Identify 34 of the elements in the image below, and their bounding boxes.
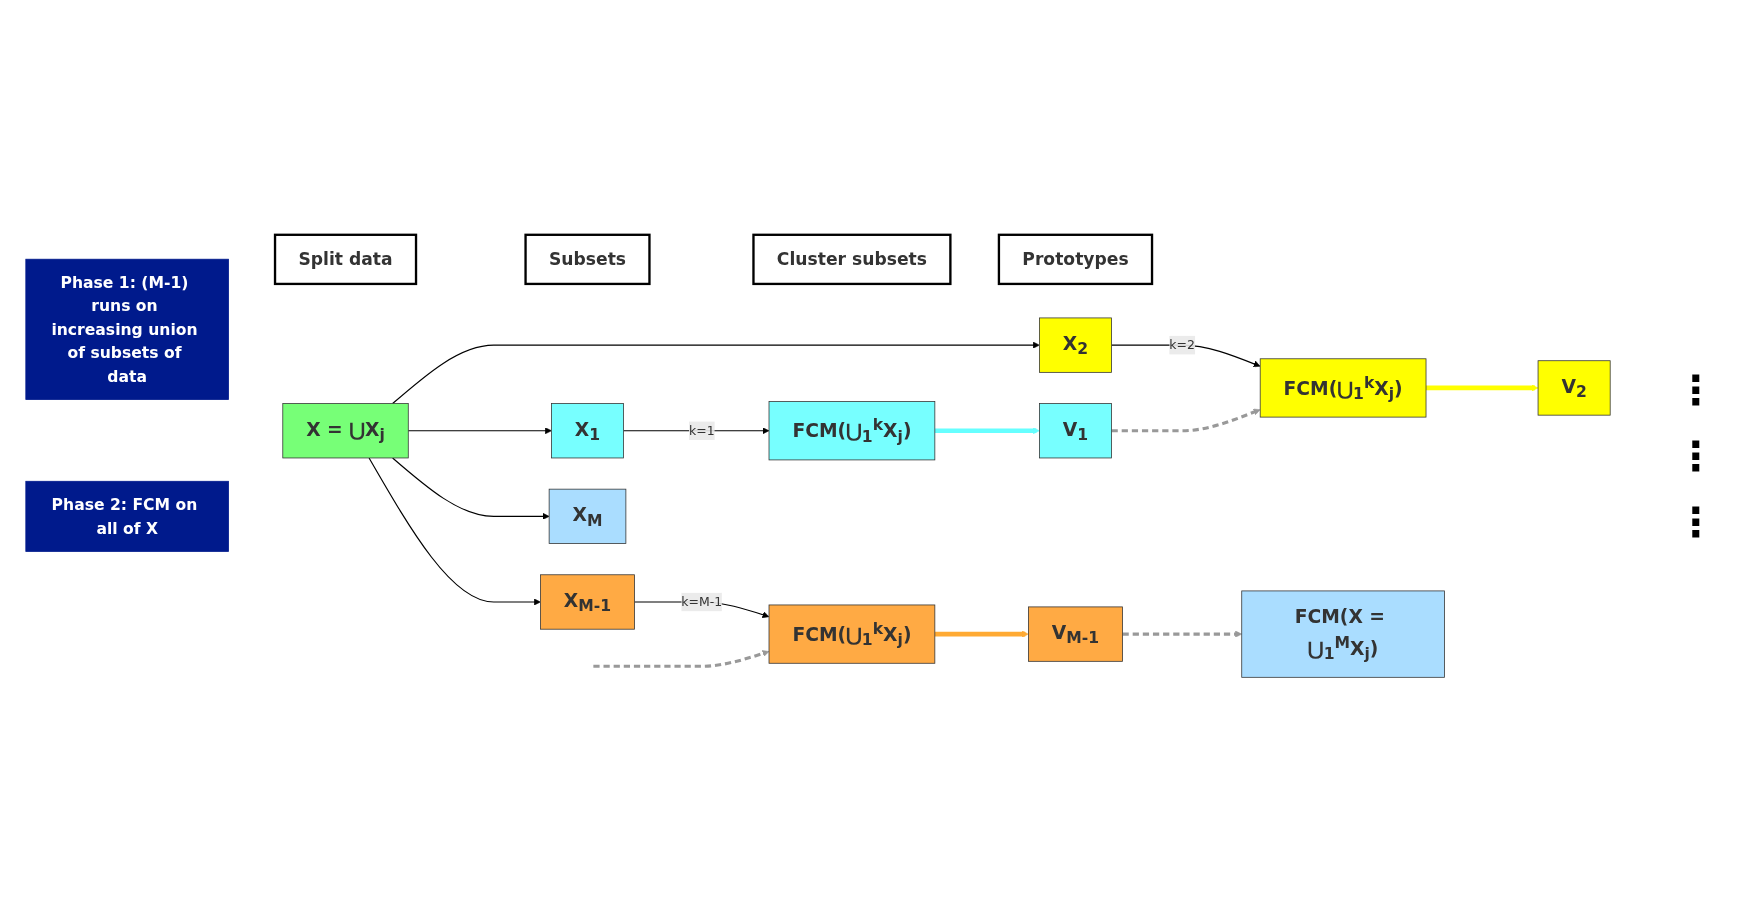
arrow <box>593 650 770 668</box>
node-box: V$_{2}$ <box>1537 360 1611 416</box>
node-box: X$_{M-1}$ <box>540 574 635 630</box>
edge-label: k=1 <box>688 422 715 438</box>
edge-label: k=M-1 <box>681 594 723 609</box>
arrow <box>934 630 1029 638</box>
node-box: V$_{M-1}$ <box>1028 606 1123 662</box>
arrow <box>1122 630 1243 638</box>
node-box: Prototypes <box>997 233 1154 286</box>
node-box: V$_{1}$ <box>1039 403 1112 459</box>
arrow <box>392 341 1040 405</box>
ellipsis-mark: ⋮ <box>1676 367 1716 413</box>
node-box: Split data <box>273 233 418 286</box>
arrow <box>1426 384 1539 392</box>
node-box: X$_{2}$ <box>1039 317 1112 373</box>
node-box: Phase 2: FCM on all of X <box>25 480 229 552</box>
node-box: Phase 1: (M-1) runs on increasing union of subsets of data <box>25 258 229 400</box>
arrow <box>407 427 552 435</box>
edge-label: k=2 <box>1169 337 1195 353</box>
node-box: FCM(⋃$_{1}$$^{k}$X$_{j}$) <box>1259 358 1427 418</box>
node-box: FCM(⋃$_{1}$$^{k}$X$_{j}$) <box>768 604 936 664</box>
arrow <box>934 427 1040 435</box>
ellipsis-mark: ⋮ <box>1676 433 1716 479</box>
node-box: Cluster subsets <box>752 233 952 286</box>
arrow <box>1111 408 1261 433</box>
node-box: X$_{M}$ <box>548 488 627 544</box>
node-box: X$_{1}$ <box>551 403 624 459</box>
node-box: FCM(X = ⋃$_{1}$$^{M}$X$_{j}$) <box>1241 590 1445 678</box>
ellipsis-mark: ⋮ <box>1676 499 1716 545</box>
node-box: X = ⋃X$_{j}$ <box>282 403 409 459</box>
arrow <box>368 457 541 606</box>
node-box: FCM(⋃$_{1}$$^{k}$X$_{j}$) <box>768 401 936 461</box>
arrow <box>392 457 550 520</box>
node-box: Subsets <box>524 233 651 286</box>
